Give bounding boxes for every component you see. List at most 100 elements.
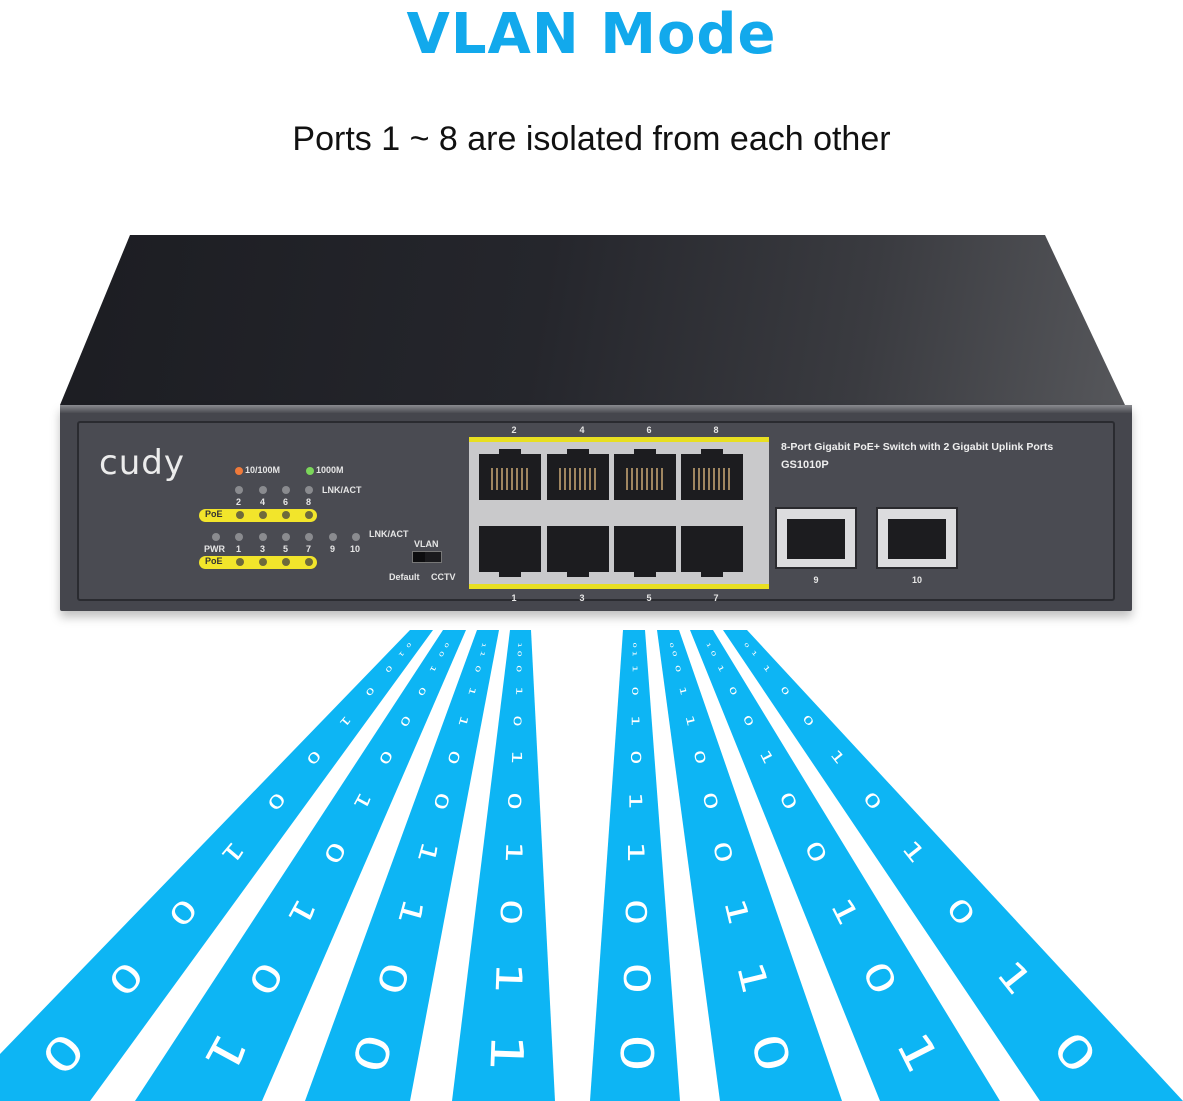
led-num-8: 8 [306, 497, 312, 507]
strip-3 [305, 630, 499, 1101]
binary-digit: 0 [442, 641, 450, 649]
lnk-led-6 [282, 486, 290, 494]
binary-digit: 0 [428, 789, 454, 813]
binary-digit: 1 [478, 649, 486, 658]
binary-data-strips [0, 630, 1183, 1101]
port-6[interactable] [614, 449, 676, 500]
strip-5 [590, 630, 680, 1101]
binary-digit: 0 [239, 954, 293, 1003]
binary-digit: 1 [487, 961, 531, 996]
port-label-6: 6 [646, 425, 652, 435]
binary-digit: 1 [682, 713, 698, 728]
binary-digit: 1 [728, 957, 778, 999]
binary-digit: 0 [939, 890, 983, 933]
port-label-9: 9 [813, 575, 819, 585]
binary-digit: 1 [717, 894, 757, 929]
port-label-8: 8 [713, 425, 719, 435]
binary-digit: 0 [615, 962, 658, 995]
port-7[interactable] [681, 526, 743, 577]
uplink-port-9[interactable] [775, 507, 857, 569]
lnk-act-label-top: LNK/ACT [322, 485, 362, 495]
binary-digit: 0 [670, 649, 678, 658]
switch-front-panel: cudy 10/100M 1000M LNK/ACT 2 4 6 8 PoE L… [60, 405, 1132, 611]
binary-digit: 0 [397, 712, 414, 729]
binary-digit: 1 [192, 1023, 258, 1083]
binary-digit: 1 [677, 685, 689, 697]
lnk-led-9 [329, 533, 337, 541]
led-num-5: 5 [283, 544, 289, 554]
uplink-port-10[interactable] [876, 507, 958, 569]
binary-digit: 1 [513, 686, 523, 696]
binary-digit: 0 [706, 838, 738, 867]
port-8[interactable] [681, 449, 743, 500]
binary-digit: 1 [348, 788, 376, 815]
vlan-toggle[interactable] [412, 551, 442, 563]
lnk-led-7 [305, 533, 313, 541]
binary-digit: 0 [341, 1027, 402, 1079]
binary-digit: 0 [697, 789, 723, 813]
led-num-6: 6 [283, 497, 289, 507]
binary-digit: 0 [673, 664, 683, 674]
binary-digit: 1 [884, 1024, 949, 1082]
poe-port-block [469, 437, 769, 589]
binary-digit: 0 [493, 897, 529, 926]
strip-1 [0, 630, 433, 1101]
port-label-5: 5 [646, 593, 652, 603]
page-title: VLAN Mode [406, 2, 777, 67]
binary-digit: 0 [383, 663, 394, 675]
port-3[interactable] [547, 526, 609, 577]
port-label-3: 3 [579, 593, 585, 603]
binary-digit: 1 [428, 663, 439, 675]
port-5[interactable] [614, 526, 676, 577]
binary-digit: 0 [515, 665, 524, 673]
led-num-10: 10 [350, 544, 361, 554]
binary-digit: 0 [668, 641, 676, 648]
led-num-3: 3 [260, 544, 266, 554]
poe-label-top: PoE [205, 509, 223, 519]
port-label-4: 4 [579, 425, 585, 435]
binary-digit: 0 [262, 787, 290, 815]
pwr-label: PWR [204, 544, 225, 554]
port-1[interactable] [479, 526, 541, 577]
binary-digit: 0 [160, 890, 204, 933]
binary-digit: 1 [215, 835, 250, 870]
binary-digit: 1 [826, 746, 848, 768]
poe-led-5 [282, 558, 290, 566]
port-label-7: 7 [713, 593, 719, 603]
pwr-led [212, 533, 220, 541]
port-4[interactable] [547, 449, 609, 500]
binary-digit: 1 [507, 749, 525, 765]
binary-digit: 0 [375, 747, 396, 768]
binary-digit: 1 [761, 663, 772, 674]
binary-digit: 0 [619, 898, 653, 926]
binary-digit: 1 [628, 714, 641, 727]
binary-digit: 0 [798, 836, 832, 869]
binary-digit: 1 [749, 649, 759, 658]
binary-digit: 1 [499, 841, 527, 865]
switch-faceplate: cudy 10/100M 1000M LNK/ACT 2 4 6 8 PoE L… [77, 421, 1115, 603]
binary-digit: 0 [689, 748, 709, 766]
binary-digit: 0 [516, 650, 523, 657]
poe-bar-bottom: PoE [199, 556, 317, 569]
lnk-led-5 [282, 533, 290, 541]
led-num-7: 7 [306, 544, 312, 554]
lnk-led-8 [305, 486, 313, 494]
switch-top-surface [60, 235, 1125, 405]
vlan-toggle-knob[interactable] [413, 552, 425, 562]
binary-digit: 1 [465, 685, 477, 697]
binary-digit: 0 [775, 788, 802, 814]
vlan-default-label: Default [389, 572, 420, 582]
speed-low-label: 10/100M [245, 465, 281, 475]
binary-digit: 0 [317, 836, 351, 869]
poe-led-7 [305, 558, 313, 566]
strip-8 [723, 630, 1183, 1101]
poe-bar-top: PoE [199, 509, 317, 522]
port-2[interactable] [479, 449, 541, 500]
binary-digit: 0 [367, 957, 418, 1000]
binary-digit: 0 [853, 954, 906, 1003]
poe-led-4 [259, 511, 267, 519]
speed-high-label: 1000M [316, 465, 344, 475]
binary-digit: 0 [726, 684, 739, 698]
speed-high-led-icon [306, 467, 314, 475]
binary-digit: 0 [799, 711, 817, 729]
